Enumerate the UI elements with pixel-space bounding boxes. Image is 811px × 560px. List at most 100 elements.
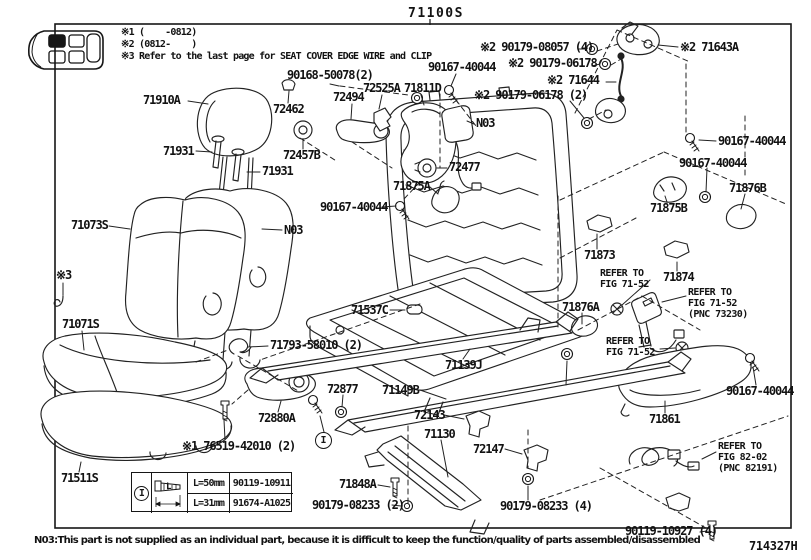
- highlighted-seat-front-left: [48, 34, 66, 48]
- part-callout: 71139J: [445, 358, 483, 372]
- part-callout: 71537C: [351, 303, 389, 317]
- part-callout: ※2 90179-08057 (4): [480, 40, 594, 54]
- part-callout: 90167-40044: [320, 200, 388, 214]
- bolt-length-value: L=50mm: [187, 473, 229, 493]
- part-callout: 71876B: [729, 181, 767, 195]
- part-callout: 72143: [414, 408, 446, 422]
- part-callout: 90167-40044: [679, 156, 747, 170]
- part-callout: 90168-50078(2): [287, 68, 374, 82]
- bracket-71876B-drawing: [725, 203, 757, 230]
- headrest-drawing: [196, 87, 273, 200]
- part-callout: N03: [476, 116, 495, 130]
- bolt-length-diagram: L: [151, 473, 187, 513]
- part-callout: 90179-08233 (4): [500, 499, 593, 513]
- part-callout: 71149B: [382, 383, 420, 397]
- edge-wire-clip-icon: [53, 295, 64, 307]
- drawing-number: 714327H: [749, 539, 798, 553]
- part-callout: 71073S: [71, 218, 109, 232]
- diagram-border: [54, 23, 792, 529]
- construction-dashed-lines: [195, 29, 789, 529]
- bracket-71873-drawing: [586, 214, 613, 233]
- bracket-72143-drawing: [465, 410, 491, 438]
- part-callout: 71910A: [143, 93, 181, 107]
- part-callout: 71861: [649, 412, 681, 426]
- recliner-cover-drawing: [400, 102, 457, 184]
- grommet-72457B-drawing: [293, 120, 313, 140]
- part-callout: 71874: [663, 270, 695, 284]
- seat-back-cover-drawing: [124, 196, 246, 364]
- part-callout: 72147: [473, 442, 505, 456]
- bracket-72147-drawing: [523, 444, 549, 472]
- part-callout: 71931: [262, 164, 294, 178]
- clip-72525A-drawing: [373, 107, 392, 132]
- clip-71793-drawing: [228, 338, 252, 355]
- part-callout: 90179-08233 (2): [312, 498, 405, 512]
- part-callout: ※3: [56, 268, 72, 282]
- bracket-71874-drawing: [663, 240, 690, 259]
- lower-latch-drawing: [594, 97, 627, 124]
- bolt-part-number: 90119-10911: [229, 473, 293, 493]
- bolt-part-number: 91674-A1025: [229, 493, 293, 513]
- bolt-glyph: [154, 480, 181, 507]
- lumbar-pad-drawing: [441, 105, 482, 191]
- legend-note-1: ※1 ( -0812): [121, 27, 197, 38]
- seat-belt-buckle-drawing: [631, 292, 685, 353]
- part-callout: 71931: [163, 144, 195, 158]
- part-callout: 90119-10927 (4): [625, 524, 718, 538]
- seat-rail-71149B-drawing: [334, 351, 692, 436]
- bracket-71875A-drawing: [431, 180, 460, 214]
- cap-72462-drawing: [281, 79, 296, 91]
- part-callout: 71848A: [339, 477, 377, 491]
- part-callout: REFER TO FIG 82-02 (PNC 82191): [718, 441, 778, 474]
- crossmember-71130-drawing: [364, 435, 490, 535]
- bolt-dimension-label: L: [166, 482, 171, 492]
- part-callout: 71130: [424, 427, 456, 441]
- part-callout: 72462: [273, 102, 305, 116]
- part-callout: 71875A: [393, 179, 431, 193]
- seat-rail-71139J-drawing: [249, 311, 579, 384]
- part-callout: ※2 71644: [547, 73, 600, 87]
- legend-note-2: ※2 (0812- ): [121, 39, 197, 50]
- part-callout: 71873: [584, 248, 616, 262]
- wire-harness-drawing: [628, 447, 700, 471]
- part-callout: 90167-40044: [726, 384, 794, 398]
- bracket-71875B-drawing: [653, 176, 687, 203]
- part-callout: 90167-40044: [718, 134, 786, 148]
- part-callout: 72525A: [363, 81, 401, 95]
- part-callout: ※2 90179-06178 (2): [474, 88, 588, 102]
- vehicle-location-icon: [28, 30, 104, 70]
- part-callout: 72477: [449, 160, 481, 174]
- part-callout: 71793-58010 (2): [270, 338, 363, 352]
- pad-71537C-drawing: [406, 304, 423, 315]
- part-callout: 71071S: [62, 317, 100, 331]
- legend-note-3: ※3 Refer to the last page for SEAT COVER…: [121, 51, 432, 62]
- part-callout: N03: [284, 223, 303, 237]
- part-callout: ※1 76519-42010 (2): [182, 439, 296, 453]
- part-callout: 72880A: [258, 411, 296, 425]
- part-callout: 90167-40044: [428, 60, 496, 74]
- footer-note: N03:This part is not supplied as an indi…: [34, 535, 701, 546]
- part-callout: 71511S: [61, 471, 99, 485]
- bolt-length-table: I L L=50mm 90119-10911 L=31mm 91674-A102…: [131, 472, 293, 513]
- bolt-symbol-badge: I: [134, 485, 149, 501]
- part-callout: 71875B: [650, 201, 688, 215]
- part-callout: 72494: [333, 90, 365, 104]
- bolt-symbol-badge: I: [315, 432, 332, 449]
- clamp-72477-drawing: [414, 158, 437, 178]
- part-callout: ※2 71643A: [680, 40, 739, 54]
- bolt-length-value: L=31mm: [187, 493, 229, 513]
- part-callout: 72457B: [283, 148, 321, 162]
- part-callout: 71876A: [562, 300, 600, 314]
- part-callout: 72877: [327, 382, 359, 396]
- part-callout: REFER TO FIG 71-52: [600, 268, 649, 290]
- side-shield-drawing: [618, 345, 752, 417]
- part-callout: 71811D: [404, 81, 442, 95]
- bolt-table-symbol-cell: I: [132, 473, 151, 513]
- recliner-lock-71643A-drawing: [616, 21, 660, 56]
- bracket-rear-drawing: [665, 492, 691, 512]
- part-callout: REFER TO FIG 71-52 (PNC 73230): [688, 287, 748, 320]
- page-title: 71100S: [408, 6, 464, 21]
- part-callout: ※2 90179-06178: [508, 56, 598, 70]
